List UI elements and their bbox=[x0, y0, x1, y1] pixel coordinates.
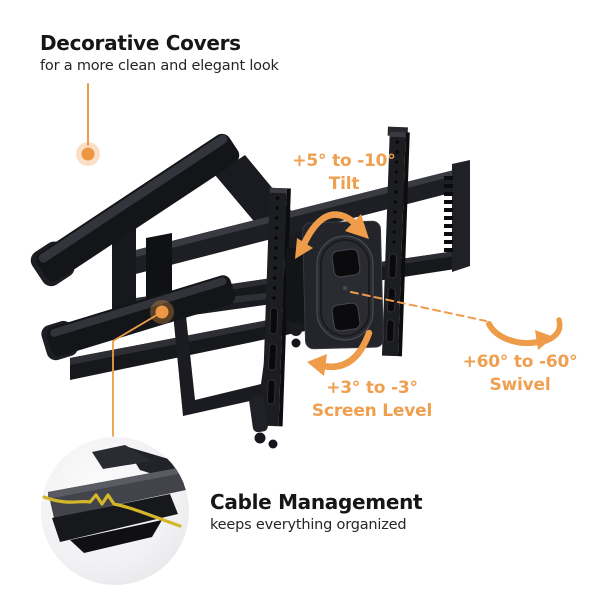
crossbar-end-cap bbox=[452, 160, 470, 272]
swivel-feature: +60° to -60° Swivel bbox=[440, 351, 600, 396]
center-plate bbox=[302, 220, 384, 350]
tilt-range: +5° to -10° bbox=[292, 151, 396, 171]
tilt-arrow-icon bbox=[295, 211, 369, 259]
decorative-covers-subtitle: for a more clean and elegant look bbox=[40, 58, 279, 74]
rail-clamp bbox=[249, 395, 278, 449]
cable-management-subtitle: keeps everything organized bbox=[210, 517, 407, 533]
left-vesa-rail bbox=[261, 187, 291, 427]
covers-callout-dot bbox=[81, 147, 95, 161]
decorative-covers-feature: Decorative Covers for a more clean and e… bbox=[40, 30, 360, 76]
screen-level-arrow-icon bbox=[307, 329, 373, 376]
mount-body bbox=[30, 126, 470, 449]
hinge-knob bbox=[290, 324, 302, 336]
swivel-label: Swivel bbox=[489, 375, 551, 395]
upper-crossbar-highlight bbox=[128, 168, 462, 259]
plate-screw bbox=[343, 286, 347, 290]
cable-leader-line bbox=[112, 311, 163, 437]
cable-management-title: Cable Management bbox=[210, 490, 423, 514]
lower-arm-highlight bbox=[70, 312, 310, 365]
plate-top-slot bbox=[331, 248, 361, 278]
screen-level-feature: +3° to -3° Screen Level bbox=[292, 377, 452, 422]
cable-management-feature: Cable Management keeps everything organi… bbox=[210, 489, 510, 535]
hinge-knob-small bbox=[291, 338, 301, 348]
tilt-feature: +5° to -10° Tilt bbox=[264, 150, 424, 195]
yellow-cable bbox=[42, 493, 182, 528]
ratchet-teeth bbox=[444, 176, 453, 252]
swivel-arrow-icon bbox=[486, 317, 563, 350]
top-decorative-cover bbox=[30, 133, 240, 287]
plate-bottom-slot bbox=[331, 302, 361, 332]
annotations bbox=[76, 83, 563, 437]
screen-level-range: +3° to -3° bbox=[326, 378, 418, 398]
tilt-label: Tilt bbox=[328, 174, 360, 194]
decorative-covers-title: Decorative Covers bbox=[40, 31, 241, 55]
cable-inset bbox=[41, 437, 189, 585]
lower-decorative-cover bbox=[41, 275, 236, 361]
swivel-dashed-connector bbox=[350, 291, 487, 322]
screen-level-label: Screen Level bbox=[311, 401, 433, 421]
swivel-range: +60° to -60° bbox=[462, 352, 578, 372]
